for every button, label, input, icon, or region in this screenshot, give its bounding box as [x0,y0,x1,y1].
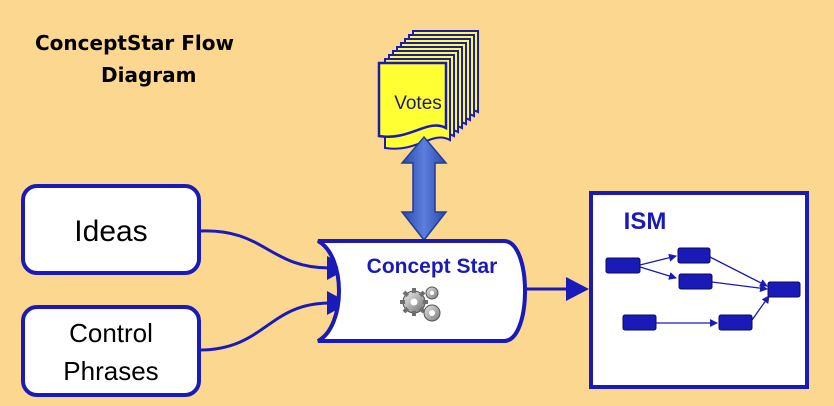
diagram-title-line-2: Diagram [101,63,197,87]
ism-graph-node [767,281,801,298]
control-phrases-label-line-1: Control [69,318,153,348]
ism-label: ISM [624,208,667,235]
control-phrases-node: Control Phrases [21,305,201,397]
diagram-title-line-1: ConceptStar Flow [35,31,234,55]
votes-double-arrow [400,135,448,242]
concept-star-node: Concept Star [316,239,527,343]
ideas-node: Ideas [21,184,201,275]
concept-star-label: Concept Star [367,255,498,278]
ism-structure-graph [605,247,801,331]
ideas-label: Ideas [74,215,147,248]
ism-arrowhead [566,277,589,301]
votes-document-stack: Votes [377,30,479,150]
ism-graph-node [677,247,711,264]
ism-graph-node [718,314,753,331]
output-connector [526,277,589,301]
ism-graph-node [605,257,641,274]
gears-icon [400,286,441,322]
control-phrases-label-line-2: Phrases [63,356,158,386]
ism-graph-node [622,314,657,331]
ism-node: ISM [589,191,809,389]
ism-graph-node [678,273,713,290]
votes-label: Votes [394,93,442,114]
